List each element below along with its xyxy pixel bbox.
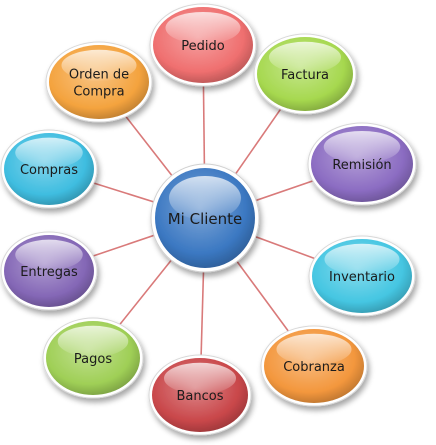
node-pagos: Pagos bbox=[42, 317, 144, 399]
node-inventario: Inventario bbox=[308, 235, 416, 317]
node-factura: Factura bbox=[253, 33, 357, 115]
node-remision-label: Remisión bbox=[332, 158, 391, 173]
center-node-label: Mi Cliente bbox=[168, 210, 243, 228]
node-bancos: Bancos bbox=[148, 354, 252, 436]
node-pedido: Pedido bbox=[149, 3, 257, 87]
node-pedido-label: Pedido bbox=[181, 39, 224, 54]
node-bancos-label: Bancos bbox=[177, 389, 224, 404]
outer-nodes: PedidoFacturaRemisiónInventarioCobranzaB… bbox=[0, 3, 417, 436]
node-compras-label: Compras bbox=[20, 163, 78, 178]
node-entregas-label: Entregas bbox=[20, 265, 78, 280]
node-pagos-label: Pagos bbox=[74, 352, 112, 367]
node-remision: Remisión bbox=[307, 122, 417, 206]
node-inventario-label: Inventario bbox=[329, 270, 395, 285]
node-cobranza: Cobranza bbox=[260, 325, 368, 407]
node-compras: Compras bbox=[0, 129, 98, 209]
node-factura-label: Factura bbox=[281, 68, 329, 83]
node-cobranza-label: Cobranza bbox=[283, 360, 345, 375]
center-node: Mi Cliente bbox=[150, 163, 260, 273]
node-entregas: Entregas bbox=[0, 231, 98, 311]
